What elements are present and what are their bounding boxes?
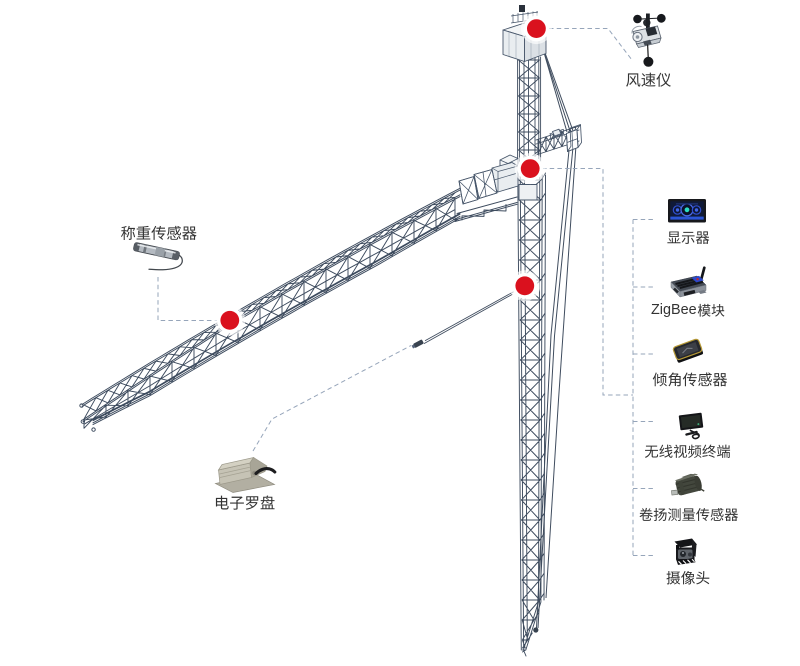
svg-text:ZigBee: ZigBee <box>651 302 697 318</box>
